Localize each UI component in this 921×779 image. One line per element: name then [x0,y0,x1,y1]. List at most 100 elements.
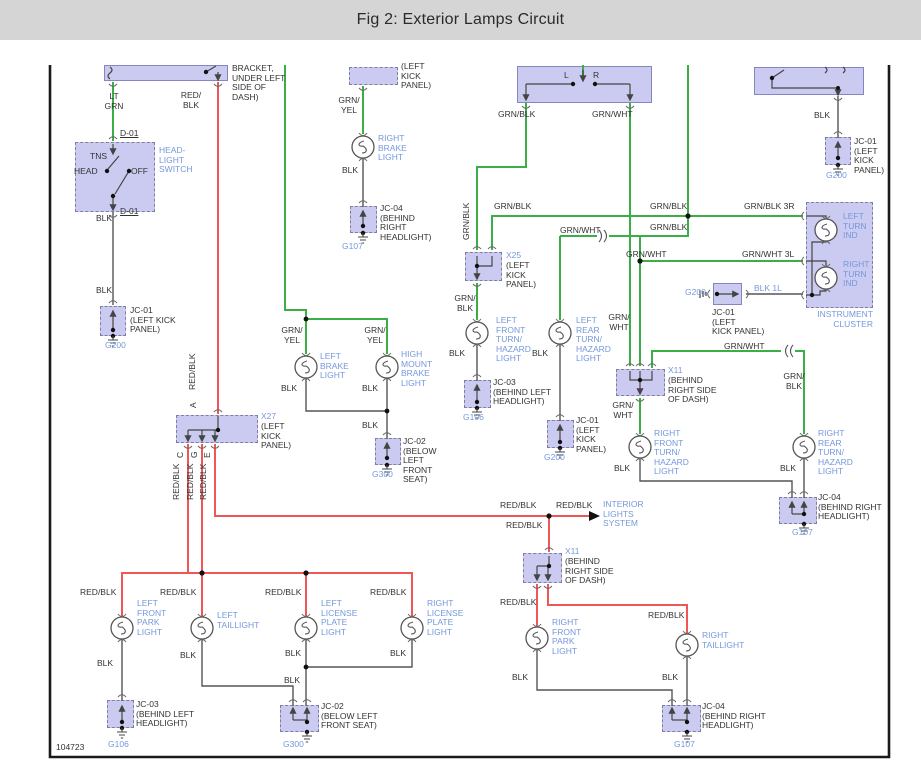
component-label-right-brake-light: RIGHT BRAKE LIGHT [378,133,407,162]
component-label-left-front-park-light: LEFT FRONT PARK LIGHT [137,598,167,637]
component-label-left-turn-ind: LEFT TURN IND [843,211,867,240]
junction-dots [104,69,841,725]
connector-label-jc04: JC-04 (BEHIND RIGHT HEADLIGHT) [818,492,882,521]
ground-label-g300: G300 [372,469,393,479]
pin-label-r: R [593,70,600,80]
connector-label-x11-loc: (BEHIND RIGHT SIDE OF DASH) [565,556,614,585]
wire-label-grn-wht: GRN/ WHT [608,312,630,332]
right-front-park-bulb-icon [525,623,549,653]
bracket-box [104,65,228,81]
instrument-cluster-box [806,202,873,308]
wire-label-blk: BLK [284,675,301,685]
figure-title: Fig 2: Exterior Lamps Circuit [356,11,565,28]
component-label-right-front-turn: RIGHT FRONT TURN/ HAZARD LIGHT [654,428,689,476]
green-wires [112,65,805,434]
wire-label-grn-yel: GRN/ YEL [338,95,360,115]
wire-label-blk: BLK [780,463,797,473]
wire-label-red-blk: RED/BLK [500,500,537,510]
component-label-left-rear-turn: LEFT REAR TURN/ HAZARD LIGHT [576,315,611,363]
wire-label-blk: BLK [814,110,831,120]
bulb-icons [110,132,838,660]
pin-label-c: C [175,451,185,458]
wire-label-blk: BLK [362,420,379,430]
ground-label-g107: G107 [342,241,363,251]
ground-label-g200: G200 [826,170,847,180]
wire-label-blk: BLK [390,648,407,658]
wire-label-red-blk: RED/BLK [265,587,302,597]
connector-label-x25-id: X25 [506,250,522,260]
ground-g106-icon [116,725,128,739]
ground-label-g106: G106 [463,412,484,422]
wire-label-grn-blk: GRN/BLK [650,201,688,211]
wire-label-blk: BLK [662,672,679,682]
wire-jump-symbols [598,229,794,358]
wire-label-red-blk: RED/BLK [80,587,117,597]
connector-label-jc03: JC-03 (BEHIND LEFT HEADLIGHT) [136,699,195,728]
switch-position-tns: TNS [90,151,107,161]
switch-position-head: HEAD [74,166,98,176]
wire-label-blk: BLK [449,348,466,358]
connector-label-x11-id: X11 [668,365,683,375]
component-label-instrument-cluster: INSTRUMENT CLUSTER [817,309,873,329]
connector-label-d01: D-01 [120,128,139,138]
wire-label-grn-yel: GRN/ YEL [281,325,303,345]
wire-label-blk: BLK [342,165,359,175]
switch-position-off: OFF [131,166,148,176]
left-taillight-bulb-icon [190,613,214,643]
wire-label-red-blk-vertical: RED/BLK [187,353,197,390]
wire-label-red-blk: RED/BLK [160,587,197,597]
wire-label-blk-1l: BLK 1L [754,283,782,293]
interior-lights-arrow [589,511,600,521]
component-label-left-brake-light: LEFT BRAKE LIGHT [320,351,349,380]
wire-label-grn-wht-3l: GRN/WHT 3L [742,249,795,259]
pin-label-l: L [564,70,569,80]
wire-label-grn-blk: GRN/ BLK [454,293,476,313]
connector-label-jc01: JC-01 (LEFT KICK PANEL) [576,415,607,454]
connector-label-jc01: JC-01 (LEFT KICK PANEL) [130,305,176,334]
ground-label-g200: G200 [105,340,126,350]
connector-label-x27-id: X27 [261,411,277,421]
connector-label-x11-loc: (BEHIND RIGHT SIDE OF DASH) [668,375,717,404]
connector-label-x27-loc: (LEFT KICK PANEL) [261,421,292,450]
ground-label-g107: G107 [792,527,813,537]
wire-label-red-blk: RED/BLK [506,520,543,530]
wire-label-grn-blk-3r: GRN/BLK 3R [744,201,795,211]
component-label-right-front-park-light: RIGHT FRONT PARK LIGHT [552,617,582,656]
high-mount-brake-light-bulb-icon [375,352,399,382]
wire-label-red-blk: RED/BLK [648,610,685,620]
wire-label-red-blk: RED/BLK [556,500,593,510]
left-front-park-bulb-icon [110,613,134,643]
wire-label-blk: BLK [512,672,529,682]
wire-label-red-blk-vertical: RED/BLK [185,463,195,500]
ground-label-g300: G300 [283,739,304,749]
right-turn-indicator-bulb-icon [814,263,838,293]
wire-label-blk: BLK [532,348,549,358]
right-taillight-bulb-icon [675,630,699,660]
wire-label-red-blk-vertical: RED/BLK [171,463,181,500]
wire-label-grn-wht: GRN/WHT [592,109,633,119]
connector-label-jc03: JC-03 (BEHIND LEFT HEADLIGHT) [493,377,552,406]
connector-box-x11-lower [523,553,562,583]
red-wires [121,82,688,634]
component-label-left-license-plate-light: LEFT LICENSE PLATE LIGHT [321,598,358,637]
ground-label-g106: G106 [108,739,129,749]
wire-label-grn-wht: GRN/WHT [626,249,667,259]
wire-label-blk: BLK [281,383,298,393]
wire-label-grn-blk: GRN/BLK [498,109,536,119]
left-license-bulb-icon [294,613,318,643]
ground-label-g200: G200 [544,452,565,462]
connector-label-jc01: JC-01 (LEFT KICK PANEL) [854,136,885,175]
connector-box-jc02-bottom [280,705,319,732]
wire-label-red-blk: RED/BLK [500,597,537,607]
wire-label-grn-wht: GRN/ WHT [612,400,634,420]
component-label-high-mount-brake-light: HIGH MOUNT BRAKE LIGHT [401,349,433,388]
title-bar: Fig 2: Exterior Lamps Circuit [0,0,921,40]
right-rear-turn-bulb-icon [792,432,816,462]
ground-label-g107: G107 [674,739,695,749]
wire-label-red-blk: RED/BLK [370,587,407,597]
connector-label-jc01: JC-01 (LEFT KICK PANEL) [712,307,765,336]
wire-label-grn-wht: GRN/WHT [560,225,601,235]
wire-label-grn-wht: GRN/WHT [724,341,765,351]
pin-label-a: A [188,402,198,408]
